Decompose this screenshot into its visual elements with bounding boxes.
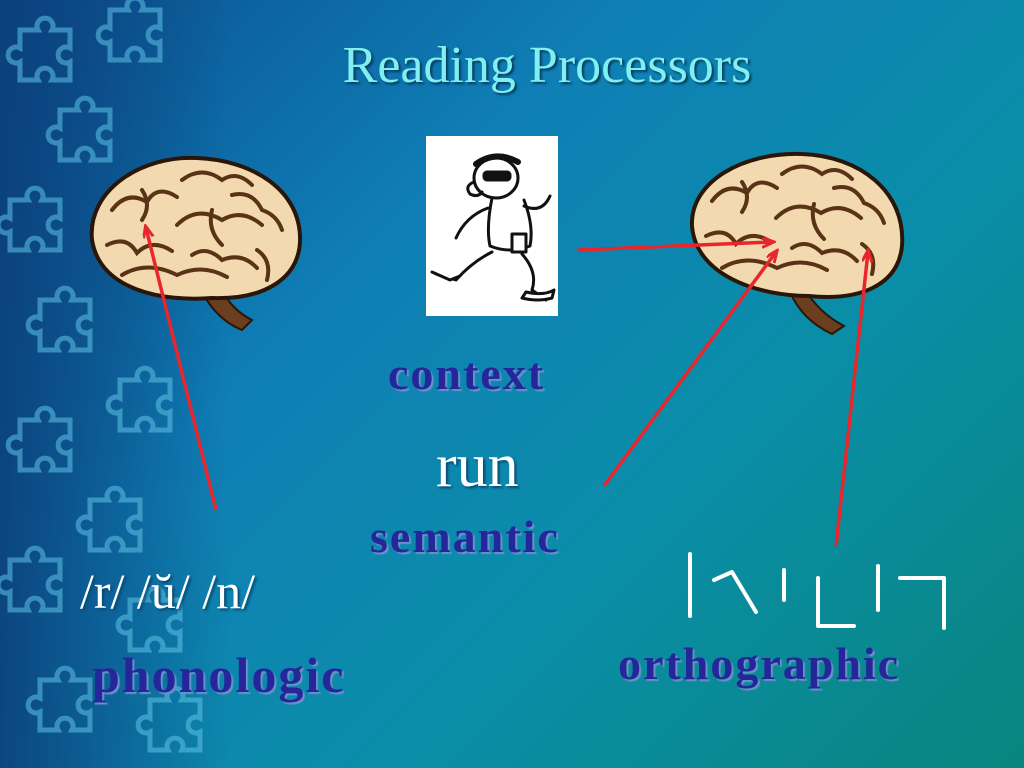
label-phonologic: phonologic: [92, 647, 346, 703]
label-orthographic: orthographic: [618, 638, 901, 689]
word-run: run: [436, 432, 519, 500]
label-semantic: semantic: [370, 511, 560, 562]
phoneme-text: /r/ /ŭ/ /n/: [80, 563, 255, 619]
orthographic-letter-shapes: [688, 552, 946, 630]
label-context: context: [388, 348, 546, 399]
brain-left-illustration: [89, 155, 303, 332]
brain-right-illustration: [689, 151, 905, 336]
slide-title: Reading Processors: [342, 37, 752, 94]
runner-illustration: [426, 136, 558, 316]
